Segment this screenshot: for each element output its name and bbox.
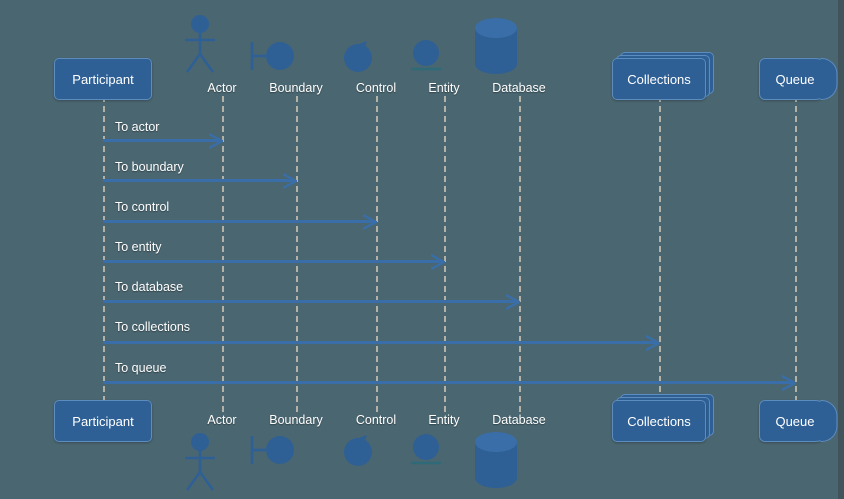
message-arrowhead-4 <box>431 254 445 270</box>
footer-label-entity: Entity <box>428 413 460 427</box>
message-label-7: To queue <box>115 361 167 375</box>
header-node-queue[interactable]: Queue <box>759 58 831 100</box>
header-icon-boundary <box>250 42 294 70</box>
header-node-label-participant: Participant <box>72 71 134 87</box>
footer-icon-actor <box>185 433 215 491</box>
message-line-6 <box>103 341 657 344</box>
header-node-collections[interactable]: Collections <box>612 58 706 100</box>
message-arrowhead-7 <box>782 375 796 391</box>
message-arrowhead-1 <box>209 133 223 149</box>
footer-icon-control <box>344 435 372 466</box>
lifeline-participant <box>103 96 105 412</box>
footer-node-participant[interactable]: Participant <box>54 400 152 442</box>
message-line-4 <box>103 260 442 263</box>
lifeline-actor <box>222 96 224 412</box>
footer-node-collections[interactable]: Collections <box>612 400 706 442</box>
canvas-right-edge <box>838 0 844 499</box>
header-label-entity: Entity <box>428 81 460 95</box>
message-line-2 <box>103 179 294 182</box>
message-label-3: To control <box>115 200 170 214</box>
header-icon-actor <box>185 15 215 73</box>
message-label-6: To collections <box>115 320 191 334</box>
footer-label-control: Control <box>355 413 397 427</box>
lifeline-entity <box>444 96 446 412</box>
message-line-7 <box>103 381 793 384</box>
message-line-1 <box>103 139 220 142</box>
lifeline-boundary <box>296 96 298 412</box>
lifeline-collections <box>659 96 661 412</box>
message-line-5 <box>103 300 517 303</box>
footer-icon-boundary <box>250 436 294 464</box>
header-label-control: Control <box>355 81 397 95</box>
header-label-boundary: Boundary <box>269 81 323 95</box>
message-arrowhead-2 <box>283 173 297 189</box>
message-label-5: To database <box>115 280 184 294</box>
message-line-3 <box>103 220 374 223</box>
footer-node-queue-cap <box>820 400 838 442</box>
header-icon-database <box>475 18 517 74</box>
header-node-label-queue: Queue <box>775 71 815 87</box>
footer-node-label-queue: Queue <box>775 413 815 429</box>
footer-icon-database <box>475 432 517 488</box>
footer-node-label-participant: Participant <box>72 413 134 429</box>
message-label-2: To boundary <box>115 160 184 174</box>
header-label-database: Database <box>492 81 546 95</box>
header-node-queue-cap <box>820 58 838 100</box>
message-label-1: To actor <box>115 120 160 134</box>
lifeline-queue <box>795 96 797 412</box>
footer-node-label-collections: Collections <box>627 413 691 429</box>
footer-label-database: Database <box>492 413 546 427</box>
header-icon-control <box>344 41 372 72</box>
header-node-participant[interactable]: Participant <box>54 58 152 100</box>
message-arrowhead-3 <box>363 214 377 230</box>
footer-label-boundary: Boundary <box>269 413 323 427</box>
header-icon-entity <box>411 40 441 71</box>
header-label-actor: Actor <box>207 81 237 95</box>
footer-label-actor: Actor <box>207 413 237 427</box>
message-arrowhead-6 <box>646 335 660 351</box>
footer-node-queue[interactable]: Queue <box>759 400 831 442</box>
message-arrowhead-5 <box>506 294 520 310</box>
header-node-label-collections: Collections <box>627 71 691 87</box>
footer-icon-entity <box>411 434 441 465</box>
lifeline-control <box>376 96 378 412</box>
message-label-4: To entity <box>115 240 162 254</box>
lifeline-database <box>519 96 521 412</box>
